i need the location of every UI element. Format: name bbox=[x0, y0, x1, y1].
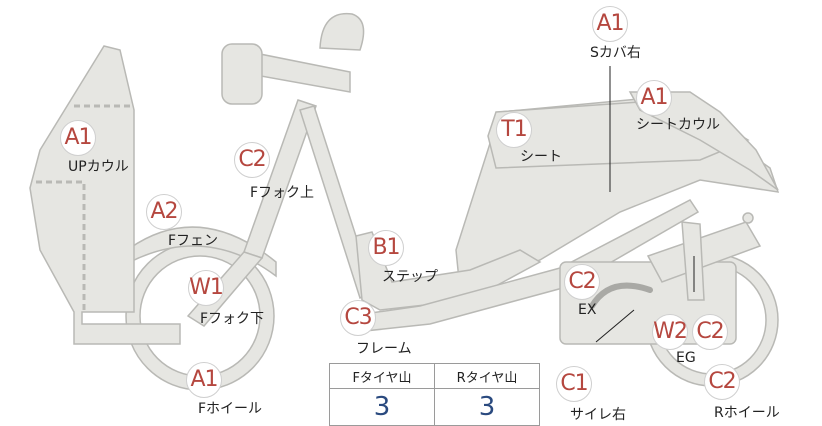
part-code-seat[interactable]: T1 bbox=[496, 112, 532, 148]
part-code-engine[interactable]: W2 bbox=[652, 314, 688, 350]
part-code-f-fork-lower[interactable]: W1 bbox=[188, 270, 224, 306]
part-code-up-cowl[interactable]: A1 bbox=[60, 120, 96, 156]
front-fender-shape bbox=[129, 226, 277, 278]
part-label-r-wheel: Rホイール bbox=[714, 405, 780, 421]
part-code-exhaust[interactable]: C2 bbox=[564, 264, 600, 300]
part-code-muffler-right[interactable]: C1 bbox=[556, 366, 592, 402]
part-code-seat-cowl[interactable]: A1 bbox=[636, 80, 672, 116]
mirror-shape bbox=[319, 12, 365, 51]
part-label-seat-cowl: シートカウル bbox=[636, 117, 720, 133]
rear-tread-value[interactable]: 3 bbox=[434, 388, 540, 426]
front-tread-value[interactable]: 3 bbox=[329, 388, 435, 426]
muffler-leader bbox=[595, 309, 635, 343]
part-code-step[interactable]: B1 bbox=[368, 230, 404, 266]
handlebar-shape bbox=[249, 51, 351, 93]
part-label-seat: シート bbox=[520, 149, 562, 165]
headlight-shape bbox=[221, 43, 263, 105]
rear-tread-header: Rタイヤ山 bbox=[434, 363, 540, 389]
part-label-frame: フレーム bbox=[356, 341, 412, 357]
part-label-up-cowl: UPカウル bbox=[68, 159, 129, 175]
part-code-f-fork-upper[interactable]: C2 bbox=[234, 142, 270, 178]
part-label-s-cover-right: Sカバ右 bbox=[590, 45, 641, 61]
part-label-step: ステップ bbox=[382, 269, 438, 285]
front-tread-header: Fタイヤ山 bbox=[329, 363, 435, 389]
part-label-f-fender: Fフェン bbox=[168, 233, 219, 249]
part-label-f-fork-lower: Fフォク下 bbox=[200, 311, 265, 327]
part-label-engine: EG bbox=[676, 350, 696, 366]
part-label-muffler-right: サイレ右 bbox=[570, 407, 626, 423]
up-cowl-shape bbox=[29, 45, 181, 345]
rear-suspension-shape bbox=[681, 221, 705, 301]
part-code-frame[interactable]: C3 bbox=[340, 300, 376, 336]
part-code-f-fender[interactable]: A2 bbox=[146, 194, 182, 230]
frame-shape bbox=[348, 199, 700, 333]
tire-tread-table: Fタイヤ山 Rタイヤ山 3 3 bbox=[329, 363, 540, 426]
part-code-f-wheel[interactable]: A1 bbox=[186, 362, 222, 398]
part-label-f-fork-upper: Fフォク上 bbox=[250, 185, 315, 201]
part-label-f-wheel: Fホイール bbox=[198, 401, 263, 417]
exhaust-pipe-shape bbox=[589, 282, 653, 309]
part-code-engine-secondary[interactable]: C2 bbox=[692, 314, 728, 350]
part-label-exhaust: EX bbox=[578, 302, 597, 318]
part-code-s-cover-right[interactable]: A1 bbox=[592, 6, 628, 42]
muffler-shape bbox=[646, 221, 762, 283]
part-code-r-wheel[interactable]: C2 bbox=[704, 364, 740, 400]
seat-cowl-shape bbox=[628, 91, 779, 191]
